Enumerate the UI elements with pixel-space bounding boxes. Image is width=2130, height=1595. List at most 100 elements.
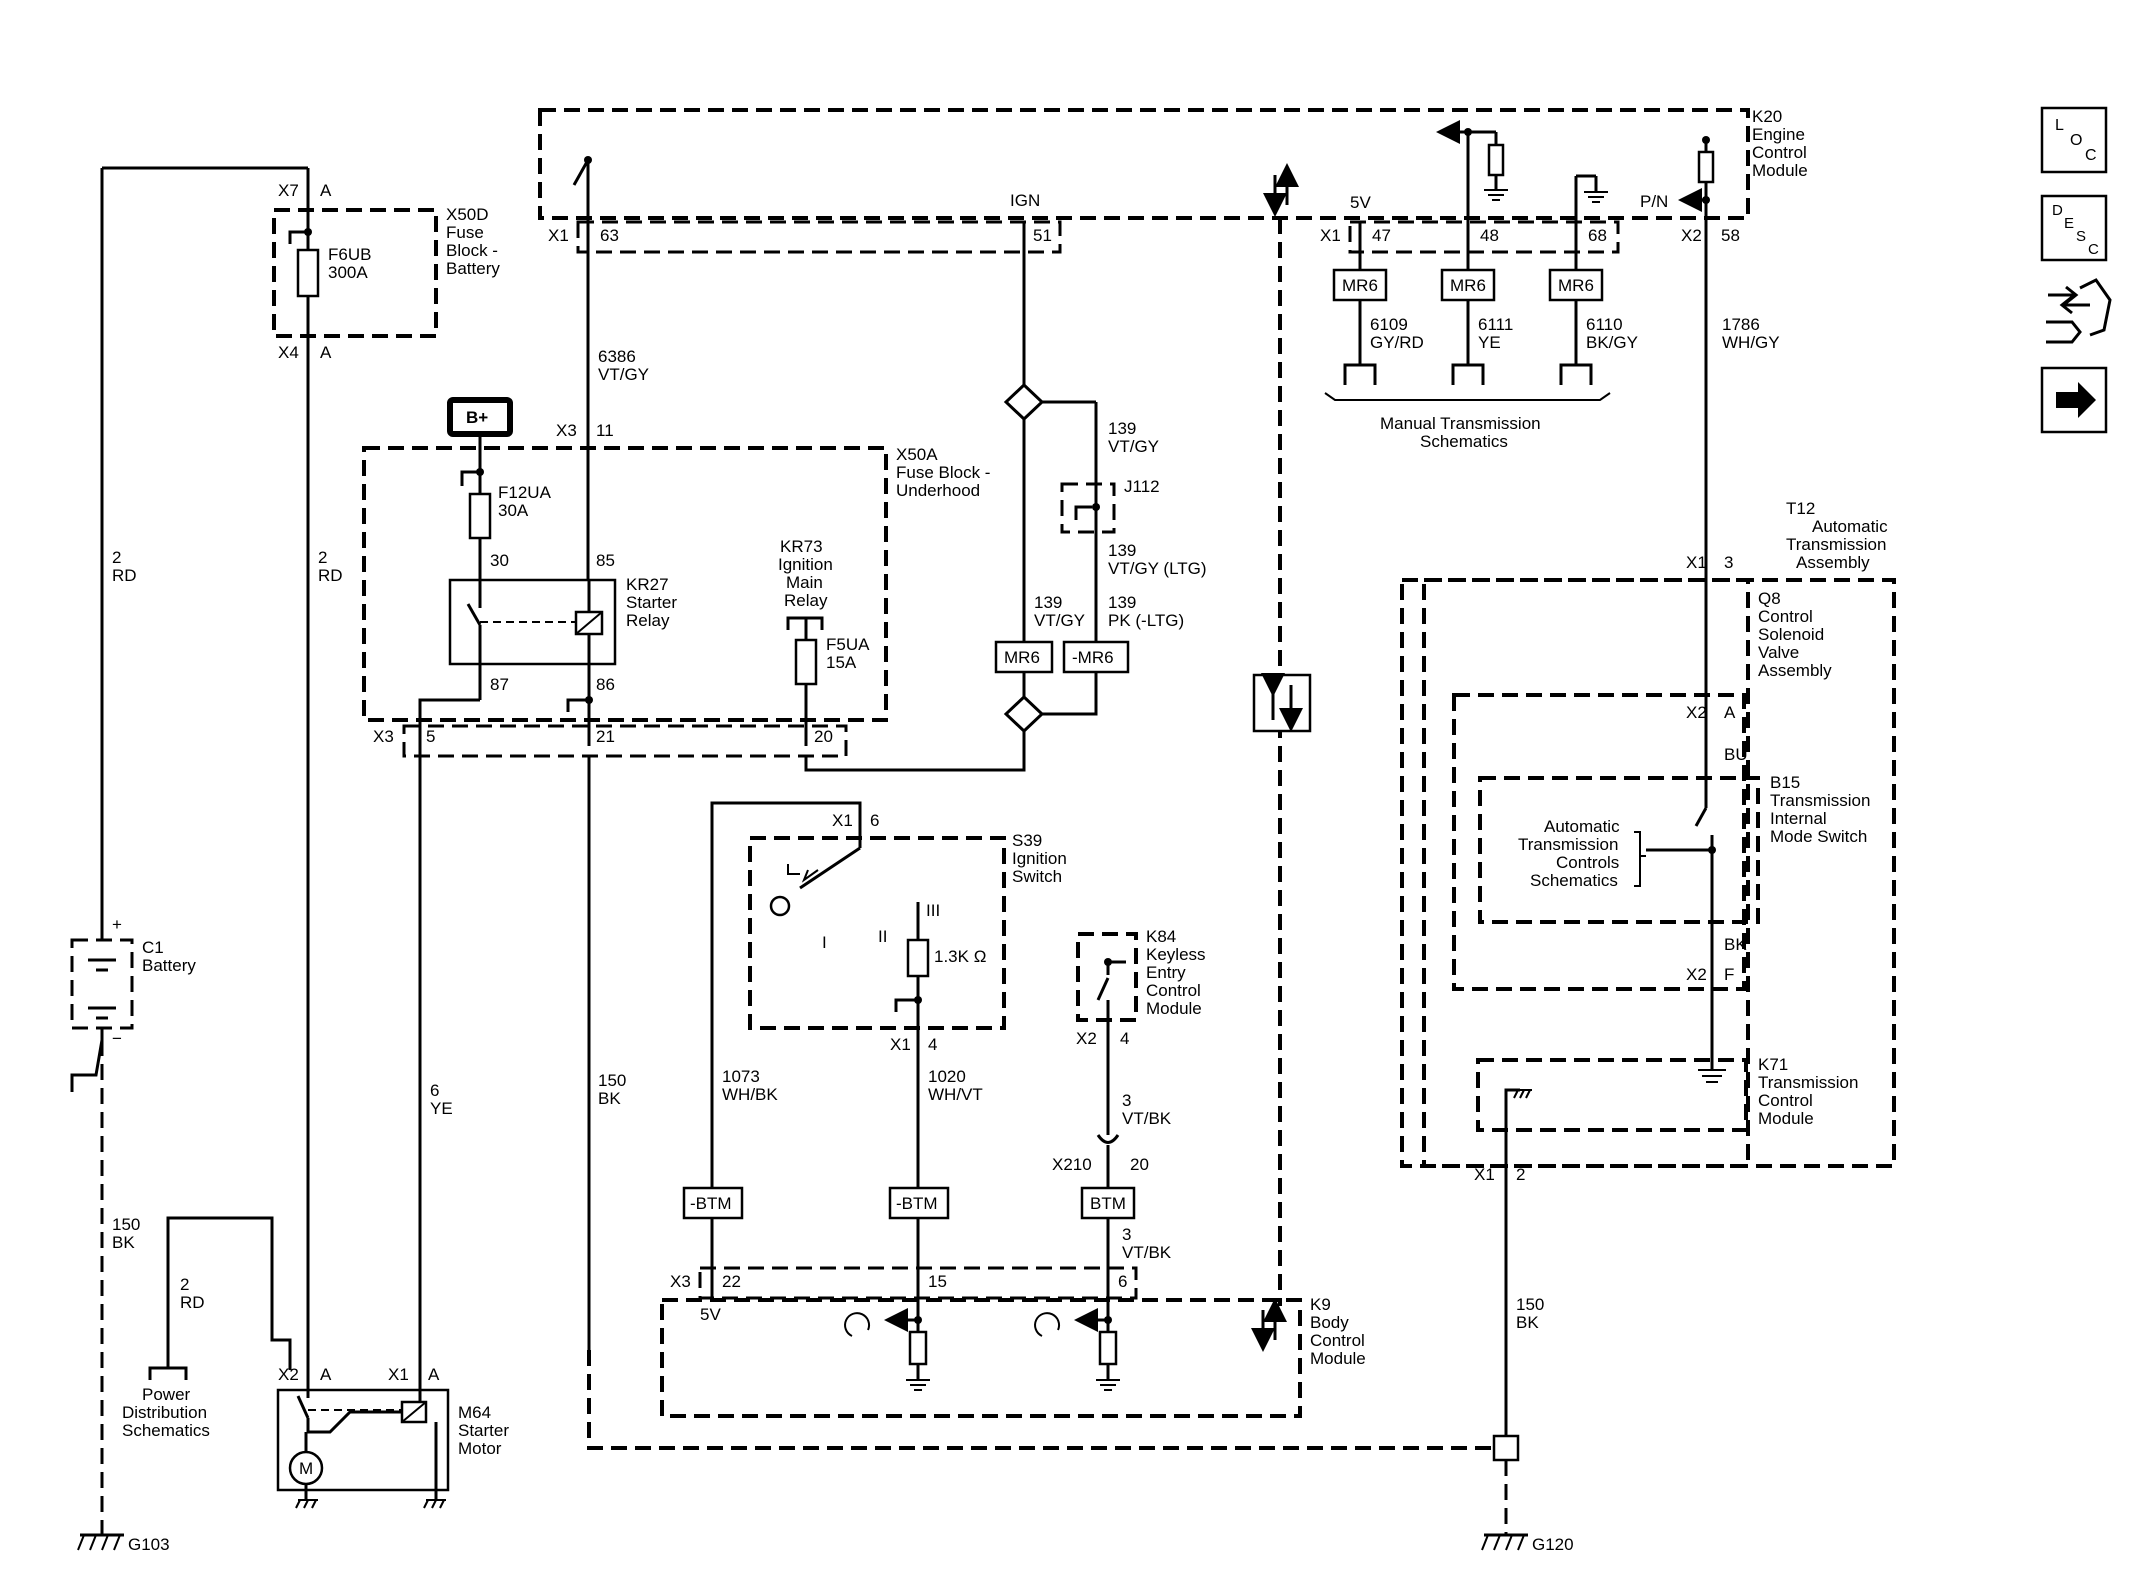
svg-text:22: 22 — [722, 1272, 741, 1291]
svg-text:Relay: Relay — [784, 591, 828, 610]
svg-text:VT/BK: VT/BK — [1122, 1243, 1172, 1262]
svg-text:15: 15 — [928, 1272, 947, 1291]
svg-text:Schematics: Schematics — [1420, 432, 1508, 451]
svg-text:2: 2 — [318, 548, 327, 567]
svg-text:BU: BU — [1724, 745, 1748, 764]
svg-text:PK (-LTG): PK (-LTG) — [1108, 611, 1184, 630]
svg-text:D: D — [2052, 202, 2063, 219]
svg-text:X1: X1 — [890, 1035, 911, 1054]
wire-6-ye: 6 YE — [418, 698, 480, 1370]
svg-text:A: A — [320, 181, 332, 200]
svg-text:Power: Power — [142, 1385, 191, 1404]
svg-text:−: − — [112, 1029, 122, 1048]
svg-text:Q8: Q8 — [1758, 589, 1781, 608]
svg-text:III: III — [926, 901, 940, 920]
svg-text:300A: 300A — [328, 263, 368, 282]
svg-text:5: 5 — [426, 727, 435, 746]
svg-text:150: 150 — [112, 1215, 140, 1234]
svg-text:X50D: X50D — [446, 205, 489, 224]
svg-text:C: C — [2088, 241, 2099, 258]
svg-text:C1: C1 — [142, 938, 164, 957]
svg-text:X3: X3 — [670, 1272, 691, 1291]
svg-text:A: A — [320, 343, 332, 362]
svg-text:139: 139 — [1108, 541, 1136, 560]
svg-text:Automatic: Automatic — [1544, 817, 1620, 836]
svg-text:2: 2 — [180, 1275, 189, 1294]
svg-text:30: 30 — [490, 551, 509, 570]
svg-text:-BTM: -BTM — [690, 1194, 732, 1213]
svg-text:K71: K71 — [1758, 1055, 1788, 1074]
svg-text:BK: BK — [1724, 935, 1747, 954]
svg-text:X1: X1 — [388, 1365, 409, 1384]
svg-text:Fuse: Fuse — [446, 223, 484, 242]
svg-text:Battery: Battery — [446, 259, 500, 278]
svg-text:1073: 1073 — [722, 1067, 760, 1086]
svg-text:Main: Main — [786, 573, 823, 592]
svg-text:M64: M64 — [458, 1403, 491, 1422]
svg-text:RD: RD — [318, 566, 343, 585]
k20-engine-control-module: K20 Engine Control Module X1 63 51 IGN X… — [538, 107, 1808, 254]
svg-text:Automatic: Automatic — [1812, 517, 1888, 536]
svg-text:68: 68 — [1588, 226, 1607, 245]
svg-text:MR6: MR6 — [1450, 276, 1486, 295]
svg-text:KR27: KR27 — [626, 575, 669, 594]
mr6-connector — [1548, 268, 1604, 302]
svg-text:Internal: Internal — [1770, 809, 1827, 828]
svg-text:X1: X1 — [1320, 226, 1341, 245]
svg-text:BK/GY: BK/GY — [1586, 333, 1638, 352]
svg-text:A: A — [320, 1365, 332, 1384]
svg-text:Control: Control — [1146, 981, 1201, 1000]
svg-text:Switch: Switch — [1012, 867, 1062, 886]
connector-view-icon[interactable] — [2046, 278, 2112, 344]
svg-text:BK: BK — [112, 1233, 135, 1252]
k9-body-control-module: X3 22 15 6 K9 Body Control Module 5V — [660, 1266, 1366, 1418]
svg-text:WH/GY: WH/GY — [1722, 333, 1780, 352]
svg-text:X3: X3 — [373, 727, 394, 746]
svg-text:86: 86 — [596, 675, 615, 694]
svg-text:RD: RD — [180, 1293, 205, 1312]
svg-text:Ignition: Ignition — [778, 555, 833, 574]
svg-text:J112: J112 — [1124, 477, 1160, 496]
svg-text:MR6: MR6 — [1558, 276, 1594, 295]
t12-automatic-transmission-assembly: T12 Automatic Transmission Assembly X1 3… — [1400, 499, 1896, 1184]
svg-text:YE: YE — [430, 1099, 453, 1118]
svg-text:X3: X3 — [556, 421, 577, 440]
svg-text:4: 4 — [928, 1035, 937, 1054]
svg-text:Schematics: Schematics — [122, 1421, 210, 1440]
svg-text:VT/BK: VT/BK — [1122, 1109, 1172, 1128]
svg-text:58: 58 — [1721, 226, 1740, 245]
svg-text:Mode Switch: Mode Switch — [1770, 827, 1867, 846]
svg-text:F5UA: F5UA — [826, 635, 870, 654]
svg-text:B15: B15 — [1770, 773, 1800, 792]
svg-text:3: 3 — [1724, 553, 1733, 572]
s39-ignition-switch: X1 6 S39 Ignition Switch I II III 1.3K Ω… — [710, 801, 1067, 1188]
svg-text:150: 150 — [598, 1071, 626, 1090]
svg-text:Valve: Valve — [1758, 643, 1799, 662]
svg-text:Schematics: Schematics — [1530, 871, 1618, 890]
svg-text:-MR6: -MR6 — [1072, 648, 1114, 667]
svg-text:GY/RD: GY/RD — [1370, 333, 1424, 352]
svg-text:E: E — [2064, 215, 2074, 232]
svg-text:X2: X2 — [1686, 965, 1707, 984]
svg-text:Controls: Controls — [1556, 853, 1619, 872]
next-page-button[interactable] — [2040, 366, 2108, 434]
svg-text:O: O — [2070, 132, 2082, 149]
x50a-fuse-block-underhood: X50A Fuse Block - Underhood X3 11 F12UA … — [362, 421, 990, 758]
svg-text:F: F — [1724, 965, 1734, 984]
svg-text:Module: Module — [1310, 1349, 1366, 1368]
svg-text:20: 20 — [1130, 1155, 1149, 1174]
svg-text:WH/VT: WH/VT — [928, 1085, 983, 1104]
btm-connectors: -BTM -BTM BTM — [682, 1186, 1136, 1340]
svg-text:Module: Module — [1146, 999, 1202, 1018]
ground-g103: G103 — [77, 1533, 170, 1554]
svg-text:S: S — [2076, 228, 2086, 245]
svg-text:6: 6 — [870, 811, 879, 830]
svg-text:BK: BK — [598, 1089, 621, 1108]
desc-button[interactable]: D E S C — [2040, 194, 2108, 262]
loc-button[interactable]: L O C — [2040, 106, 2108, 174]
svg-text:47: 47 — [1372, 226, 1391, 245]
svg-text:Transmission: Transmission — [1518, 835, 1618, 854]
svg-text:B+: B+ — [466, 408, 488, 427]
ign-circuit: 139 VT/GY J112 139 VT/GY (LTG) 139 VT/GY… — [804, 222, 1207, 772]
